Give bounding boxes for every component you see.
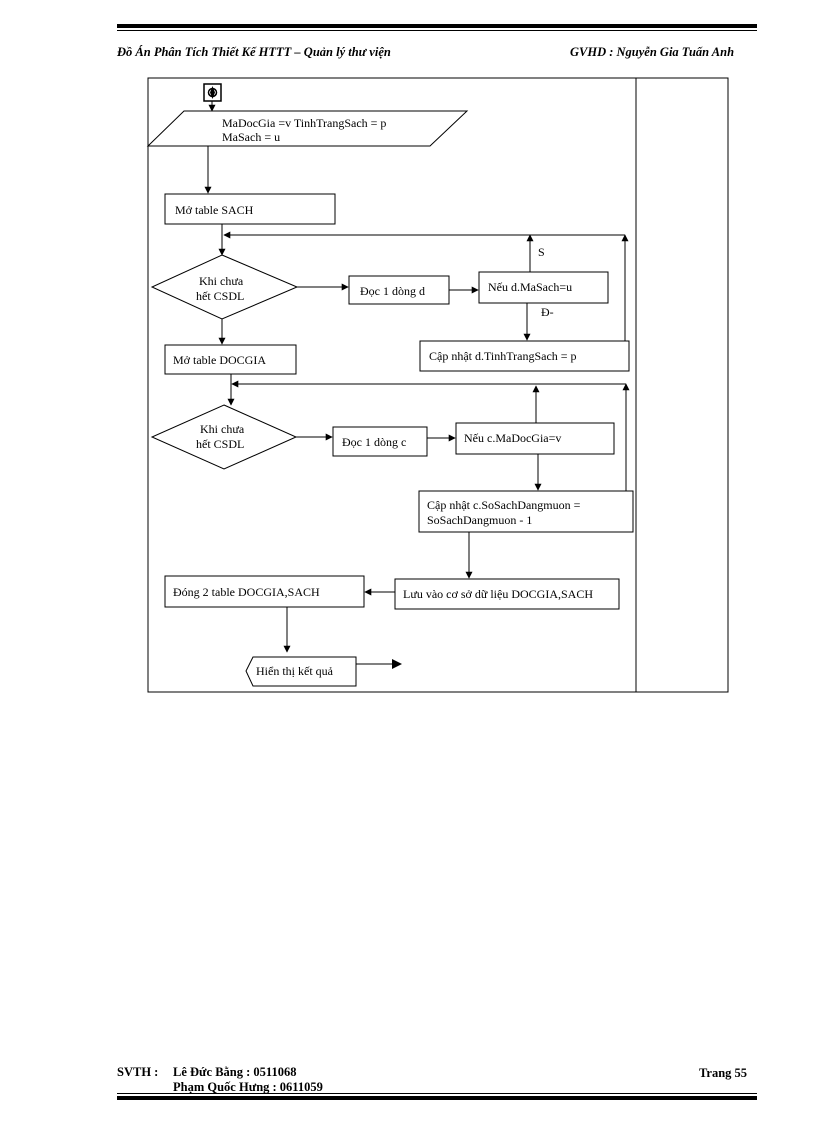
open-docgia-label: Mở table DOCGIA [173,353,266,367]
header-advisor: GVHD : Nguyễn Gia Tuấn Anh [570,45,735,59]
update-d-label: Cập nhật d.TinhTrangSach = p [429,349,577,363]
read-d-label: Đọc 1 dòng d [360,284,425,298]
header-rule-thick [117,24,757,28]
show-result-label: Hiển thị kết quả [256,664,334,678]
check-c-box [455,422,615,455]
header-project-title: Đồ Án Phân Tích Thiết Kế HTTT – Quản lý … [117,45,391,59]
label-d: Đ- [541,305,554,319]
footer-page-number: Trang 55 [699,1066,748,1080]
update-c-line-1: Cập nhật c.SoSachDangmuon = [427,498,581,512]
close-tables-label: Đóng 2 table DOCGIA,SACH [173,585,320,599]
loop1-line-1: Khi chưa [199,274,244,288]
loop2-line-1: Khi chưa [200,422,245,436]
update-c-box [418,490,634,533]
start-symbol [203,83,222,102]
open-sach-label: Mở table SACH [175,203,254,217]
open-sach-box [164,193,336,225]
check-d-box [478,271,609,304]
loop2-decision [150,404,298,470]
footer-students-label: SVTH : [117,1065,159,1079]
header-rule-thin [117,30,757,31]
loop2-line-2: hết CSDL [196,437,244,451]
end-symbol [392,659,402,669]
footer-student-2: Phạm Quốc Hưng : 0611059 [173,1080,323,1094]
footer-rule-thin [117,1093,757,1094]
read-c-box [332,426,428,457]
diagram-frame [147,77,729,693]
update-d-box [419,340,630,372]
save-db-label: Lưu vào cơ sở dữ liệu DOCGIA,SACH [403,587,593,601]
footer-rule-thick [117,1096,757,1100]
check-c-label: Nếu c.MaDocGia=v [464,431,561,445]
show-result-box [245,656,357,687]
label-s: S [538,245,545,259]
footer-student-1: Lê Đức Bằng : 0511068 [173,1065,297,1079]
input-parameters-box [146,110,469,147]
close-tables-box [164,575,365,608]
update-c-line-2: SoSachDangmuon - 1 [427,513,532,527]
input-line-1: MaDocGia =v TinhTrangSach = p [222,116,386,130]
check-d-label: Nếu d.MaSach=u [488,280,572,294]
open-docgia-box [164,344,297,375]
input-line-2: MaSach = u [222,130,280,144]
save-db-box [394,578,620,610]
loop1-line-2: hết CSDL [196,289,244,303]
read-c-label: Đọc 1 dòng c [342,435,406,449]
